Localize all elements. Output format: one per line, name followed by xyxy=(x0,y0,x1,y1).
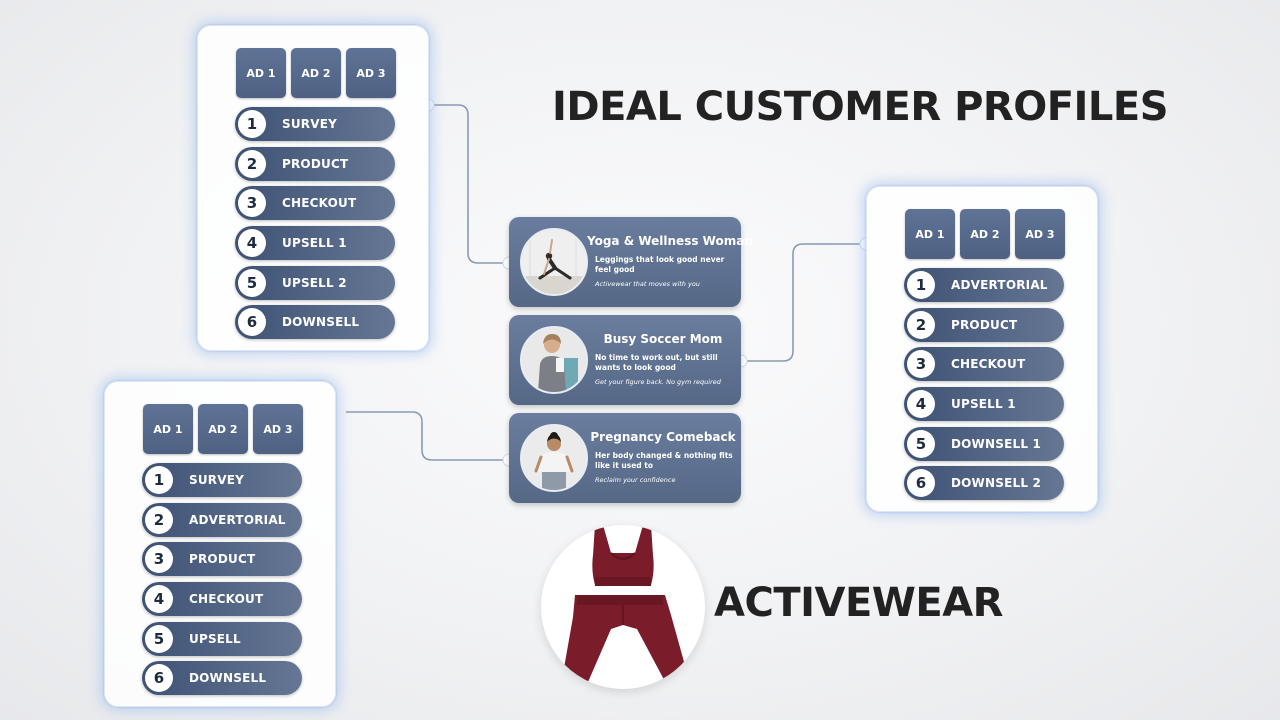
step-number: 3 xyxy=(907,350,935,378)
connector-bottom-left xyxy=(346,412,509,460)
funnel-step-upsell[interactable]: 5 UPSELL xyxy=(142,622,302,656)
funnel-step-checkout[interactable]: 3 CHECKOUT xyxy=(904,347,1064,381)
step-number: 1 xyxy=(238,110,266,138)
funnel-step-upsell-1[interactable]: 4 UPSELL 1 xyxy=(904,387,1064,421)
persona-title: Busy Soccer Mom xyxy=(587,332,739,346)
persona-pain-point: Her body changed & nothing fits like it … xyxy=(595,451,735,471)
funnel-card-bottom-left: AD 1 AD 2 AD 3 1 SURVEY 2 ADVERTORIAL 3 PRO… xyxy=(104,381,336,707)
funnel-step-downsell-2[interactable]: 6 DOWNSELL 2 xyxy=(904,466,1064,500)
step-number: 1 xyxy=(907,271,935,299)
ad-row: AD 1 AD 2 AD 3 xyxy=(143,404,303,454)
funnel-step-advertorial[interactable]: 1 ADVERTORIAL xyxy=(904,268,1064,302)
page-title: IDEAL CUSTOMER PROFILES xyxy=(552,84,1168,130)
persona-tagline: Reclaim your confidence xyxy=(595,476,735,485)
step-label: PRODUCT xyxy=(189,542,255,576)
funnel-step-product[interactable]: 2 PRODUCT xyxy=(904,308,1064,342)
ad-1-button[interactable]: AD 1 xyxy=(236,48,286,98)
step-label: ADVERTORIAL xyxy=(951,268,1048,302)
funnel-step-upsell-1[interactable]: 4 UPSELL 1 xyxy=(235,226,395,260)
ad-row: AD 1 AD 2 AD 3 xyxy=(236,48,396,98)
funnel-step-survey[interactable]: 1 SURVEY xyxy=(142,463,302,497)
funnel-steps: 1 SURVEY 2 PRODUCT 3 CHECKOUT 4 UPSELL 1 5 UP… xyxy=(235,107,395,345)
funnel-step-checkout[interactable]: 4 CHECKOUT xyxy=(142,582,302,616)
step-number: 3 xyxy=(238,189,266,217)
step-label: DOWNSELL 1 xyxy=(951,427,1041,461)
funnel-card-top-left: AD 1 AD 2 AD 3 1 SURVEY 2 PRODUCT 3 CHECKOU… xyxy=(197,25,429,351)
ad-2-button[interactable]: AD 2 xyxy=(291,48,341,98)
funnel-step-downsell[interactable]: 6 DOWNSELL xyxy=(235,305,395,339)
funnel-steps: 1 ADVERTORIAL 2 PRODUCT 3 CHECKOUT 4 UPSELL … xyxy=(904,268,1064,506)
persona-tagline: Activewear that moves with you xyxy=(595,280,735,289)
funnel-step-downsell[interactable]: 6 DOWNSELL xyxy=(142,661,302,695)
persona-card-yoga[interactable]: Yoga & Wellness Woman Leggings that look… xyxy=(509,217,741,307)
step-number: 6 xyxy=(907,469,935,497)
step-label: DOWNSELL xyxy=(189,661,266,695)
step-label: DOWNSELL 2 xyxy=(951,466,1041,500)
step-label: DOWNSELL xyxy=(282,305,359,339)
ad-1-button[interactable]: AD 1 xyxy=(905,209,955,259)
step-number: 6 xyxy=(238,308,266,336)
connector-top-left xyxy=(428,105,509,263)
yoga-woman-photo-icon xyxy=(520,228,588,296)
funnel-step-survey[interactable]: 1 SURVEY xyxy=(235,107,395,141)
funnel-step-product[interactable]: 2 PRODUCT xyxy=(235,147,395,181)
step-number: 5 xyxy=(238,269,266,297)
step-label: UPSELL 2 xyxy=(282,266,347,300)
pregnancy-woman-photo-icon xyxy=(520,424,588,492)
step-number: 2 xyxy=(238,150,266,178)
funnel-step-upsell-2[interactable]: 5 UPSELL 2 xyxy=(235,266,395,300)
step-number: 6 xyxy=(145,664,173,692)
funnel-step-advertorial[interactable]: 2 ADVERTORIAL xyxy=(142,503,302,537)
soccer-mom-photo-icon xyxy=(520,326,588,394)
persona-pain-point: Leggings that look good never feel good xyxy=(595,255,735,275)
ad-2-button[interactable]: AD 2 xyxy=(198,404,248,454)
step-label: ADVERTORIAL xyxy=(189,503,286,537)
step-number: 4 xyxy=(907,390,935,418)
step-number: 3 xyxy=(145,545,173,573)
persona-card-soccer-mom[interactable]: Busy Soccer Mom No time to work out, but… xyxy=(509,315,741,405)
persona-tagline: Get your figure back. No gym required xyxy=(595,378,735,387)
ad-2-button[interactable]: AD 2 xyxy=(960,209,1010,259)
step-number: 2 xyxy=(145,506,173,534)
step-number: 4 xyxy=(238,229,266,257)
persona-card-pregnancy[interactable]: Pregnancy Comeback Her body changed & no… xyxy=(509,413,741,503)
funnel-step-checkout[interactable]: 3 CHECKOUT xyxy=(235,186,395,220)
step-label: PRODUCT xyxy=(951,308,1017,342)
persona-title: Yoga & Wellness Woman xyxy=(587,234,739,248)
ad-3-button[interactable]: AD 3 xyxy=(1015,209,1065,259)
step-label: UPSELL 1 xyxy=(282,226,347,260)
funnel-step-downsell-1[interactable]: 5 DOWNSELL 1 xyxy=(904,427,1064,461)
step-label: UPSELL 1 xyxy=(951,387,1016,421)
connector-right xyxy=(741,244,866,361)
step-label: SURVEY xyxy=(189,463,244,497)
step-label: SURVEY xyxy=(282,107,337,141)
funnel-card-right: AD 1 AD 2 AD 3 1 ADVERTORIAL 2 PRODUCT 3 CH… xyxy=(866,186,1098,512)
step-label: CHECKOUT xyxy=(951,347,1025,381)
step-number: 5 xyxy=(145,625,173,653)
step-number: 1 xyxy=(145,466,173,494)
funnel-step-product[interactable]: 3 PRODUCT xyxy=(142,542,302,576)
step-label: PRODUCT xyxy=(282,147,348,181)
step-number: 2 xyxy=(907,311,935,339)
activewear-product-image xyxy=(541,525,705,689)
step-label: CHECKOUT xyxy=(282,186,356,220)
product-title: ACTIVEWEAR xyxy=(714,580,1003,626)
activewear-set-icon xyxy=(541,525,705,689)
step-number: 4 xyxy=(145,585,173,613)
persona-title: Pregnancy Comeback xyxy=(587,430,739,444)
step-label: UPSELL xyxy=(189,622,241,656)
step-number: 5 xyxy=(907,430,935,458)
ad-row: AD 1 AD 2 AD 3 xyxy=(905,209,1065,259)
ad-3-button[interactable]: AD 3 xyxy=(253,404,303,454)
step-label: CHECKOUT xyxy=(189,582,263,616)
ad-1-button[interactable]: AD 1 xyxy=(143,404,193,454)
persona-pain-point: No time to work out, but still wants to … xyxy=(595,353,735,373)
ad-3-button[interactable]: AD 3 xyxy=(346,48,396,98)
